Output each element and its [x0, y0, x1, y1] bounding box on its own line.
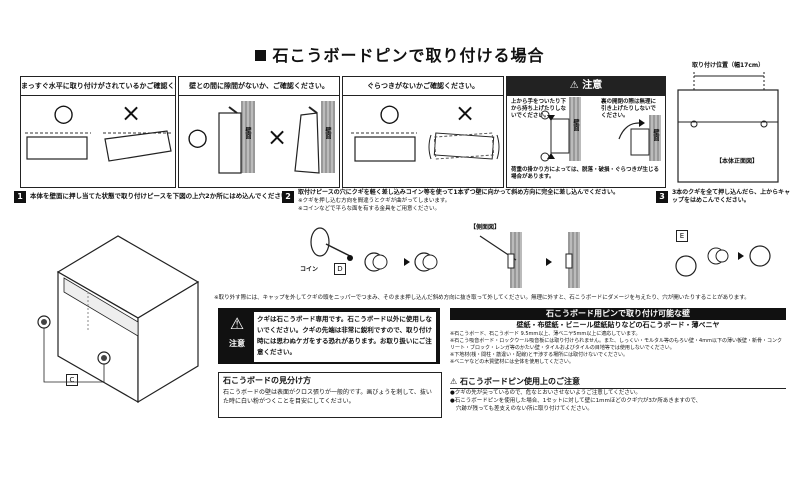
box-level	[26, 136, 88, 160]
ok-mark: ○	[53, 99, 74, 127]
wall-strip	[569, 97, 581, 161]
side-view-label: 【側面図】	[470, 224, 501, 231]
usage-note: 穴跡が残っても差支えのない所に取り付けてください。	[456, 406, 593, 412]
compatible-subtitle: 壁紙・布壁紙・ビニール壁紙貼りなどの石こうボード・薄ベニヤ	[516, 321, 720, 329]
board-check-title: 石こうボードの見分け方	[223, 376, 311, 385]
front-view-diagram	[677, 72, 779, 183]
box-tilted	[104, 130, 172, 162]
coin-icon	[310, 227, 330, 257]
panel-gap-check: 壁との間に隙間がないか、ご確認ください。 ○ × 壁面 壁面	[178, 76, 340, 188]
usage-notes-section: ⚠ 石こうボードピン使用上のご注意 ●クギの先が尖っているので、危なとおいさせな…	[450, 376, 786, 420]
panel-caution: ⚠ 注意 上から手をついたり下から持ち上げたりしないでください。 裏の開閉の際は…	[506, 76, 666, 188]
coin-nail-diagram	[310, 227, 438, 272]
product-illustration	[37, 235, 200, 404]
step-2-number: 2	[282, 191, 294, 203]
wall-strip	[649, 115, 661, 161]
caution-note-3: 荷重の掛かり方によっては、脱落・破損・ぐらつきが生じる場合があります。	[511, 167, 659, 180]
step-1-text: 本体を壁面に押し当てた状態で取り付けピースを下図の上穴2か所にはめ込んでください…	[30, 192, 294, 200]
removal-note: ※取り外す際には、キャップを外してクギの頭をニッパーでつまみ、そのまま押し込んだ…	[214, 295, 750, 301]
nail-icon	[325, 243, 351, 257]
cap-diagram	[675, 245, 771, 277]
caution-diagram	[540, 110, 650, 162]
wall-strip	[568, 232, 580, 288]
compatible-note: ※ベニヤなどの木質壁材には全体を使用してください。	[450, 359, 574, 365]
page-title: 石こうボードピンで取り付ける場合	[0, 42, 800, 66]
warning-icon: ⚠	[450, 377, 458, 386]
usage-title-text: 石こうボードピン使用上のご注意	[459, 377, 580, 386]
wall-label: 壁面	[324, 127, 331, 139]
compatible-walls-section: 石こうボード用ピンで取り付け可能な壁 壁紙・布壁紙・ビニール壁紙貼りなどの石こう…	[450, 308, 786, 372]
usage-note: ●クギの先が尖っているので、危なとおいさせないようご注意してください。	[450, 390, 641, 396]
wall-strip	[321, 101, 335, 173]
compatible-note: ※下地材(桟・間柱・筋違い・配線)と干渉する場所には取付けないでください。	[450, 352, 628, 358]
panel-caution-header: ⚠ 注意	[507, 77, 665, 96]
panel-wobble-header: ぐらつきがないかご確認ください。	[343, 77, 503, 96]
step-3-number: 3	[656, 191, 668, 203]
board-check-text: 石こうボードの壁は表面がクロス張りが一般的です。画びょうを刺して、抜いた時に白い…	[223, 389, 432, 405]
ng-mark: ×	[455, 99, 476, 127]
step-2-sub-1: ※クギを押し込む方向を間違うとクギが曲がってしまいます。	[298, 198, 451, 204]
step-2-sub-2: ※コインなどで平らな面を有する金具をご用意ください。	[298, 206, 441, 212]
wall-label: 壁面	[572, 119, 579, 131]
gap-diagram	[218, 106, 320, 174]
level-diagram	[25, 130, 172, 162]
panel-level-header: まっすぐ水平に取り付けがされているかご確認ください。	[21, 77, 175, 96]
panel-wobble-check: ぐらつきがないかご確認ください。 ○ ×	[342, 76, 504, 188]
step-3-text: 3本のクギを全て押し込んだら、上からキャップをはめこんでください。	[672, 189, 791, 204]
board-check-box: 石こうボードの見分け方 石こうボードの壁は表面がクロス張りが一般的です。画びょう…	[218, 372, 442, 418]
page-title-text: 石こうボードピンで取り付ける場合	[272, 46, 545, 65]
caution-text: クギは石こうボード専用です。石こうボード以外に使用しないでください。クギの先端は…	[254, 312, 436, 362]
caution-note-1: 上から手をついたり下から持ち上げたりしないでください。	[511, 99, 567, 119]
compatible-title: 石こうボード用ピンで取り付け可能な壁	[450, 308, 786, 320]
warning-icon: ⚠	[569, 80, 579, 91]
panel-front-view: 取り付け位置（幅17cm） 【本体正面図】	[672, 62, 782, 186]
arrow-right-icon	[738, 252, 744, 260]
arrow-right-icon	[404, 258, 410, 266]
wall-strip	[241, 101, 255, 173]
compatible-note: ※石こうボード、石こうボード 9.5mm以上、薄ベニヤ5mm以上に適応しています…	[450, 331, 641, 337]
side-view-diagram	[479, 235, 573, 269]
arrow-right-icon	[546, 258, 552, 266]
front-view-caption: 【本体正面図】	[715, 158, 758, 165]
compatible-note: ※石こう吸音ボード・ロックウール吸音板には取り付けられません。また、しっくい・モ…	[450, 338, 782, 351]
square-bullet-icon	[255, 50, 267, 61]
warning-icon: ⚠	[229, 314, 245, 333]
panel-caution-title: 注意	[582, 80, 603, 91]
cap-icon	[675, 255, 697, 277]
part-c-label: C	[66, 374, 78, 386]
part-e-label: E	[676, 230, 688, 242]
wobble-diagram	[351, 132, 500, 162]
wall-label: 壁面	[652, 129, 659, 141]
caution-label: 注意	[229, 339, 245, 348]
ok-mark: ○	[379, 99, 400, 127]
usage-note: ●石こうボードピンを使用した場合、1セットに対して壁に1mmほどのクギ穴が3か所…	[450, 398, 702, 404]
ok-mark: ○	[187, 123, 208, 151]
wall-label: 壁面	[244, 127, 251, 139]
ng-mark: ×	[121, 99, 142, 127]
panel-gap-header: 壁との間に隙間がないか、ご確認ください。	[179, 77, 339, 96]
step-2-block: 取付けピースの穴にクギを軽く差し込みコイン等を使って1本ずつ壁に向かって斜め方向…	[298, 189, 644, 213]
panel-level-check: まっすぐ水平に取り付けがされているかご確認ください。 ○ ×	[20, 76, 176, 188]
usage-title: ⚠ 石こうボードピン使用上のご注意	[450, 376, 786, 389]
step-1-number: 1	[14, 191, 26, 203]
caution-box: ⚠ 注意 クギは石こうボード専用です。石こうボード以外に使用しないでください。ク…	[218, 308, 440, 364]
coin-label: コイン	[300, 266, 319, 273]
mount-width-label: 取り付け位置（幅17cm）	[692, 62, 765, 69]
ng-mark: ×	[267, 123, 288, 151]
caution-note-2: 裏の開閉の際は無理に引き上げたりしないでください。	[601, 99, 657, 119]
step-2-text: 取付けピースの穴にクギを軽く差し込みコイン等を使って1本ずつ壁に向かって斜め方向…	[298, 189, 619, 196]
part-d-label: D	[334, 263, 346, 275]
